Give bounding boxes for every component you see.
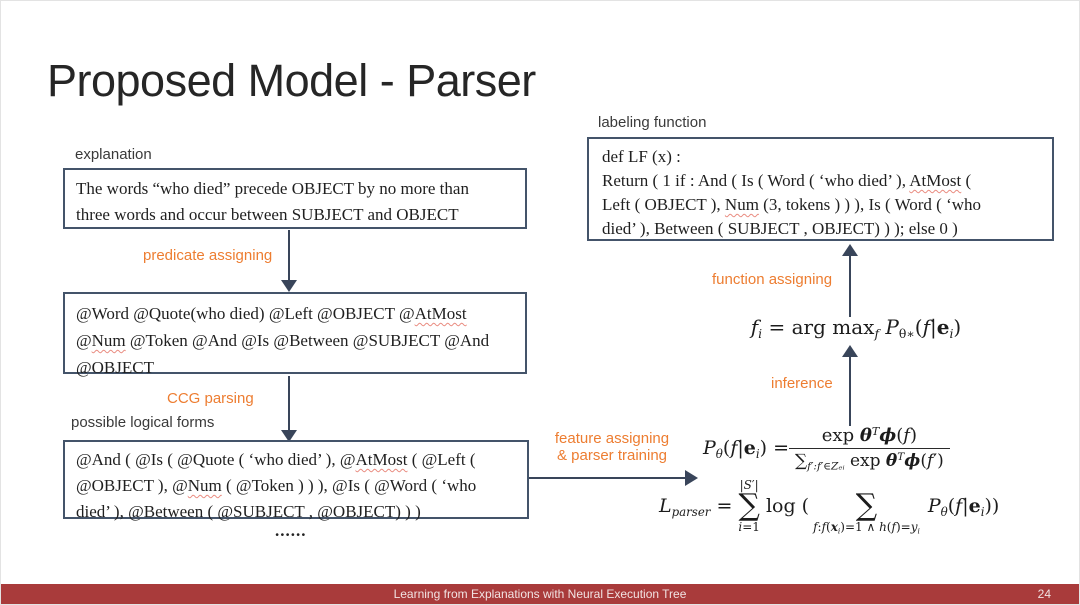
function-assigning-label: function assigning [712,271,833,288]
page-number: 24 [1037,587,1051,601]
logical-forms-box: @And ( @Is ( @Quote ( ‘who died’ ), @AtM… [63,440,529,521]
flow-arrow-inference-head [842,345,858,357]
loss-sum2-lower: f:f(xi)=1 ∧ h(f)=yi [813,519,920,536]
flow-arrow-feature-head [685,470,698,486]
feature-assigning-line2: & parser training [556,447,668,464]
flow-arrow-ccg-head [281,430,297,442]
prob-numerator: exp θTϕ(f) [821,424,917,446]
loss-sum1: |S′| ∑ i=1 [738,478,760,534]
labeling-function-box: def LF (x) :Return ( 1 if : And ( Is ( W… [587,137,1054,241]
loss-log: log ( [765,495,810,518]
explanation-box: The words “who died” precede OBJECT by n… [63,168,527,229]
inference-label: inference [771,375,833,392]
formula-argmax: fi = arg maxf Pθ∗(f|ei) [750,315,962,341]
feature-assigning-line1: feature assigning [554,430,670,447]
flow-arrow-ccg-line [288,376,290,430]
predicate-assigning-label: predicate assigning [143,247,273,264]
feature-assigning-label: feature assigning & parser training [537,430,687,464]
flow-arrow-function-head [842,244,858,256]
footer-title: Learning from Explanations with Neural E… [393,587,687,601]
loss-rhs: Pθ(f|ei)) [927,495,1000,520]
explanation-label: explanation [75,146,152,163]
formula-parser-loss: Lparser = |S′| ∑ i=1 log ( ∑ f:f(xi)=1 ∧… [659,478,1000,534]
sigma-2: ∑ [855,488,878,524]
loss-lhs: Lparser = [659,495,733,520]
loss-sum1-lower: i=1 [738,519,760,534]
flow-arrow-function-line [849,255,851,317]
prob-lhs: Pθ(f|ei) = [703,437,789,461]
predicates-box: @Word @Quote(who died) @Left @OBJECT @At… [63,292,527,377]
sigma-1: ∑ [738,488,760,524]
prob-denominator: ∑f′:f′∈Zₑᵢ exp θTϕ(f′) [789,448,950,472]
page-title: Proposed Model - Parser [47,55,536,106]
flow-arrow-predicate-line [288,230,290,281]
formula-parser-prob: Pθ(f|ei) = exp θTϕ(f) ∑f′:f′∈Zₑᵢ exp θTϕ… [703,424,950,472]
labeling-function-label: labeling function [598,114,707,131]
flow-arrow-inference-line [849,356,851,426]
loss-sum1-upper: |S′| [739,478,759,492]
footer-bar: Learning from Explanations with Neural E… [1,584,1079,604]
flow-arrow-feature-line [529,477,687,479]
ellipsis: ...... [275,521,307,540]
possible-logical-forms-label: possible logical forms [71,414,215,431]
prob-fraction: exp θTϕ(f) ∑f′:f′∈Zₑᵢ exp θTϕ(f′) [789,424,950,472]
ccg-parsing-label: CCG parsing [167,390,254,407]
flow-arrow-predicate-head [281,280,297,292]
loss-sum2: ∑ f:f(xi)=1 ∧ h(f)=yi [813,479,920,534]
